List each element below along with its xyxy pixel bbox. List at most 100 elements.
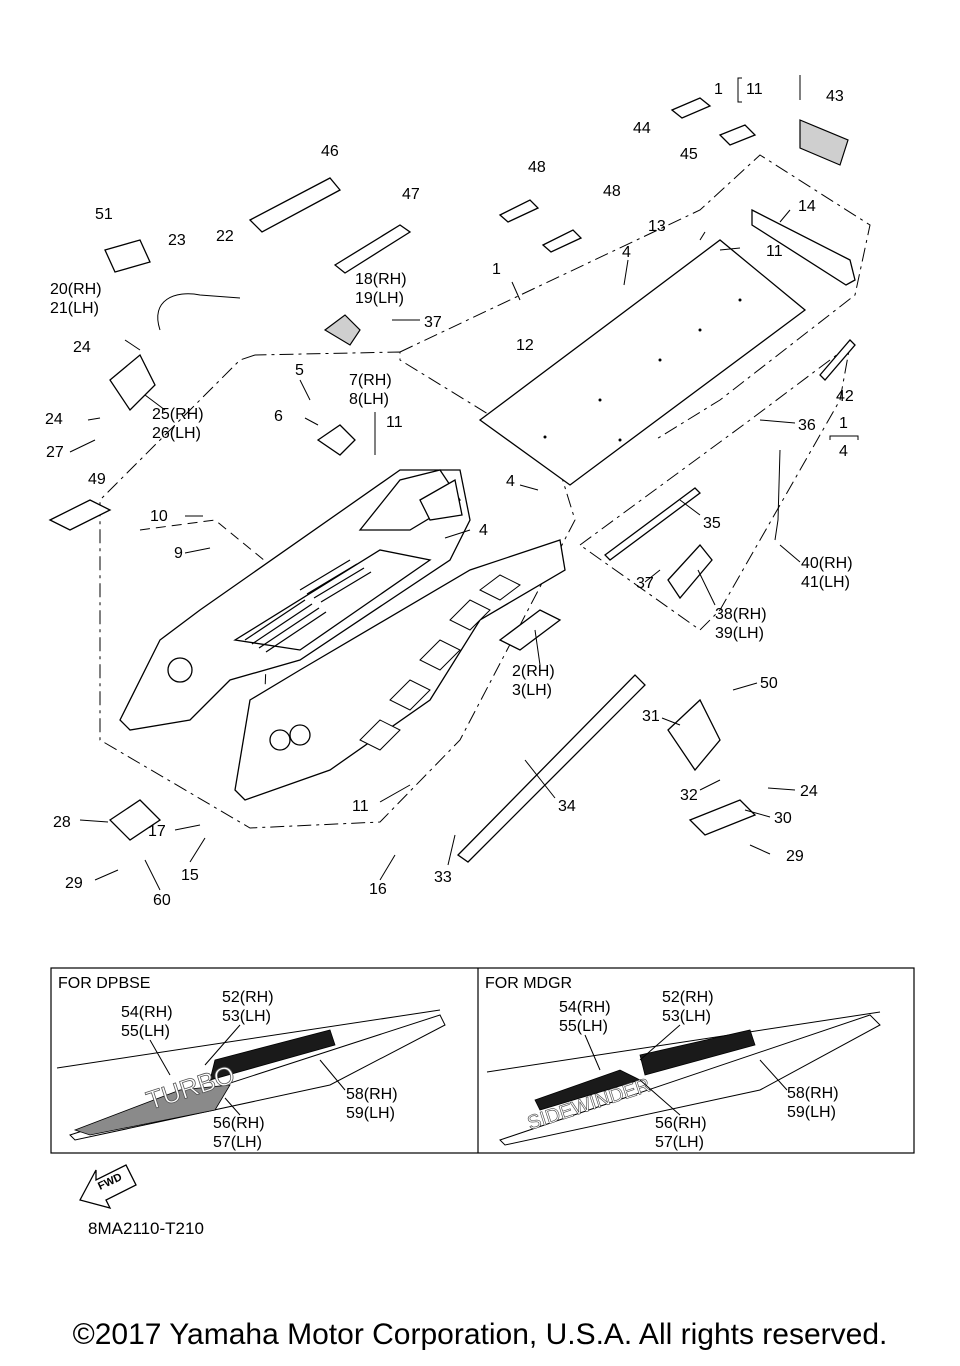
callout-38rh: 38(RH) — [715, 606, 767, 623]
callout-37b: 37 — [636, 575, 654, 592]
decal-45 — [718, 124, 757, 146]
callout-21lh: 21(LH) — [50, 300, 99, 317]
callout-4a: 4 — [622, 244, 631, 261]
mdgr-callout-58: 58(RH) — [787, 1085, 839, 1102]
callout-labels: 1 11 43 44 45 46 47 48 48 51 23 22 14 13… — [45, 81, 854, 909]
drawing-code: 8MA2110-T210 — [88, 1219, 204, 1238]
dpbse-callout-52: 52(RH) — [222, 989, 274, 1006]
callout-6: 6 — [274, 408, 283, 425]
callout-25rh: 25(RH) — [152, 406, 204, 423]
dpbse-callout-54: 54(RH) — [121, 1004, 173, 1021]
callout-30: 30 — [774, 810, 792, 827]
callout-9: 9 — [174, 545, 183, 562]
dpbse-decal-grey — [73, 1084, 231, 1136]
callout-1b: 1 — [492, 261, 501, 278]
callout-12: 12 — [516, 337, 534, 354]
callout-42: 42 — [836, 388, 854, 405]
callout-33: 33 — [434, 869, 452, 886]
callout-60: 60 — [153, 892, 171, 909]
mdgr-callout-56: 56(RH) — [655, 1115, 707, 1132]
callout-41lh: 41(LH) — [801, 574, 850, 591]
assembly-outlines — [99, 154, 871, 829]
callout-10: 10 — [150, 508, 168, 525]
mdgr-callout-55: 55(LH) — [559, 1018, 608, 1035]
callout-4b: 4 — [839, 443, 848, 460]
callout-39lh: 39(LH) — [715, 625, 764, 642]
callout-24c: 24 — [800, 783, 818, 800]
bracket-7-8 — [316, 424, 356, 456]
callout-36: 36 — [798, 417, 816, 434]
callout-11c: 11 — [386, 414, 403, 431]
rear-deck-plate — [478, 239, 807, 486]
bracket-20-21 — [157, 293, 241, 331]
callout-18rh: 18(RH) — [355, 271, 407, 288]
mdgr-decal-black-b — [639, 1029, 756, 1076]
callout-19lh: 19(LH) — [355, 290, 404, 307]
dpbse-box: FOR DPBSE TURBO 54(RH) 55(LH) 52(RH) 53(… — [56, 975, 446, 1151]
callout-27: 27 — [46, 444, 64, 461]
mdgr-callout-53: 53(LH) — [662, 1008, 711, 1025]
pad-47 — [333, 224, 412, 274]
decal-44 — [670, 97, 712, 119]
callout-23: 23 — [168, 232, 186, 249]
callout-13: 13 — [648, 218, 666, 235]
leader-lines — [69, 75, 801, 891]
rail-35 — [604, 487, 701, 561]
dpbse-callout-55: 55(LH) — [121, 1023, 170, 1040]
callout-2rh: 2(RH) — [512, 663, 555, 680]
callout-15: 15 — [181, 867, 199, 884]
callout-46: 46 — [321, 143, 339, 160]
dpbse-callout-58: 58(RH) — [346, 1086, 398, 1103]
fwd-arrow: FWD — [79, 1164, 137, 1209]
callout-4d: 4 — [479, 522, 488, 539]
bracket-38-39 — [667, 544, 713, 600]
rear-bracket — [751, 208, 856, 286]
callout-47: 47 — [402, 186, 420, 203]
cover-51 — [104, 239, 151, 273]
callout-48a: 48 — [528, 159, 546, 176]
callout-49: 49 — [88, 471, 106, 488]
mdgr-title: FOR MDGR — [485, 975, 572, 992]
mdgr-callout-57: 57(LH) — [655, 1134, 704, 1151]
callout-29b: 29 — [786, 848, 804, 865]
callout-11a: 11 — [746, 81, 763, 98]
callout-17: 17 — [148, 823, 166, 840]
callout-11d: 11 — [352, 798, 369, 815]
callout-24b: 24 — [45, 411, 63, 428]
plate-49 — [48, 499, 112, 531]
footrest-28 — [108, 799, 162, 841]
callout-31: 31 — [642, 708, 660, 725]
variant-boxes: FOR DPBSE TURBO 54(RH) 55(LH) 52(RH) 53(… — [50, 967, 915, 1154]
snow-flap-bracket — [799, 119, 849, 166]
bar-34 — [456, 674, 646, 863]
callout-32: 32 — [680, 787, 698, 804]
dpbse-callout-53: 53(LH) — [222, 1008, 271, 1025]
callout-29a: 29 — [65, 875, 83, 892]
mdgr-callout-59: 59(LH) — [787, 1104, 836, 1121]
pad-48a — [498, 199, 540, 223]
callout-26lh: 26(LH) — [152, 425, 201, 442]
callout-45: 45 — [680, 146, 698, 163]
callout-5: 5 — [295, 362, 304, 379]
callout-11b: 11 — [766, 243, 783, 260]
dpbse-decal-black — [209, 1029, 336, 1081]
callout-20rh: 20(RH) — [50, 281, 102, 298]
footrest-30 — [688, 799, 757, 836]
callout-16: 16 — [369, 881, 387, 898]
mdgr-callout-52: 52(RH) — [662, 989, 714, 1006]
dpbse-title: FOR DPBSE — [58, 975, 150, 992]
callout-40rh: 40(RH) — [801, 555, 853, 572]
dpbse-callout-59: 59(LH) — [346, 1105, 395, 1122]
mdgr-box: FOR MDGR SIDEWINDER 54(RH) 55(LH) 52(RH)… — [485, 975, 881, 1151]
dpbse-callout-56: 56(RH) — [213, 1115, 265, 1132]
callout-24a: 24 — [73, 339, 91, 356]
callout-14: 14 — [798, 198, 816, 215]
callout-3lh: 3(LH) — [512, 682, 552, 699]
callout-4c: 4 — [506, 473, 515, 490]
tunnel-frame — [119, 469, 566, 801]
callout-37a: 37 — [424, 314, 442, 331]
copyright-notice: ©2017 Yamaha Motor Corporation, U.S.A. A… — [72, 1318, 888, 1351]
flap-18-19 — [323, 314, 361, 346]
mdgr-callout-54: 54(RH) — [559, 999, 611, 1016]
